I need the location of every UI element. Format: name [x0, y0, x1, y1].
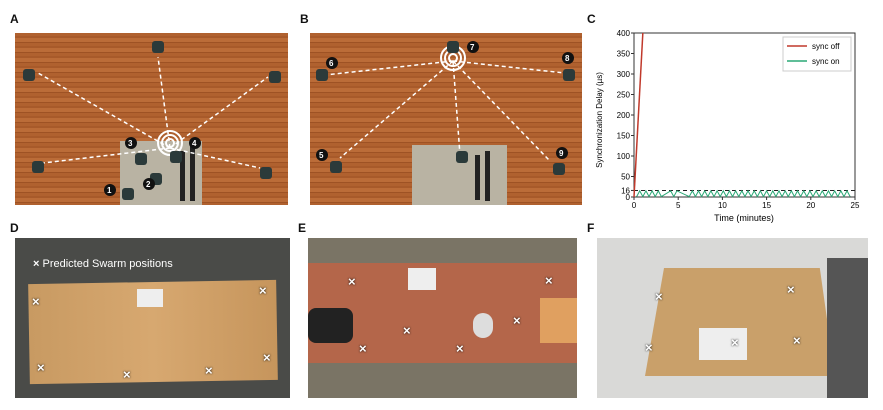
y-tick-label: 350 [617, 50, 631, 59]
panel-label-c: C [587, 12, 596, 26]
svg-text:1: 1 [107, 186, 112, 195]
legend-sync-on: sync on [812, 57, 840, 66]
panel-d-photo: × Predicted Swarm positions ×× ×× ×× [15, 238, 290, 398]
series-sync-on [636, 189, 851, 198]
panel-e-photo: ×× ×× ×× [308, 238, 577, 398]
y-tick-label: 400 [617, 29, 631, 38]
svg-text:4: 4 [192, 139, 197, 148]
desk-top [308, 263, 577, 363]
legend: sync off sync on [782, 36, 852, 72]
panel-b-image: 5 6 7 8 9 [310, 33, 582, 205]
y-tick-label: 150 [617, 132, 631, 141]
svg-text:6: 6 [329, 59, 334, 68]
x-tick-label: 15 [762, 201, 771, 210]
panel-label-b: B [300, 12, 309, 26]
x-tick-label: 5 [676, 201, 681, 210]
panel-a-image: 1 2 3 4 [15, 33, 288, 205]
x-tick-label: 10 [718, 201, 727, 210]
y-tick-label: 16 [621, 186, 630, 195]
svg-text:3: 3 [128, 139, 133, 148]
panel-label-d: D [10, 221, 19, 235]
y-tick-label: 100 [617, 152, 631, 161]
series-sync-off [633, 32, 644, 198]
panel-a-diagram: 1 2 3 4 [23, 41, 281, 205]
svg-text:7: 7 [470, 43, 475, 52]
svg-text:8: 8 [565, 54, 570, 63]
x-axis-label: Time (minutes) [714, 213, 774, 223]
y-tick-label: 250 [617, 91, 631, 100]
svg-text:2: 2 [146, 180, 151, 189]
legend-predicted-positions: × Predicted Swarm positions [33, 258, 173, 270]
x-tick-label: 20 [806, 201, 815, 210]
x-tick-label: 0 [632, 201, 637, 210]
y-tick-label: 0 [626, 193, 631, 202]
svg-text:5: 5 [319, 151, 324, 160]
panel-b-diagram: 5 6 7 8 9 [316, 41, 575, 205]
panel-f-photo: ×× ×× × [597, 238, 868, 398]
panel-label-e: E [298, 221, 307, 235]
dock-marker [137, 289, 163, 307]
panel-label-f: F [587, 221, 595, 235]
svg-text:9: 9 [559, 149, 564, 158]
legend-sync-off: sync off [812, 42, 840, 51]
y-axis-label: Synchronization Delay (µs) [595, 72, 604, 168]
panel-label-a: A [10, 12, 19, 26]
y-tick-label: 300 [617, 70, 631, 79]
x-tick-label: 25 [851, 201, 860, 210]
y-tick-label: 200 [617, 111, 631, 120]
y-tick-label: 50 [621, 173, 630, 182]
